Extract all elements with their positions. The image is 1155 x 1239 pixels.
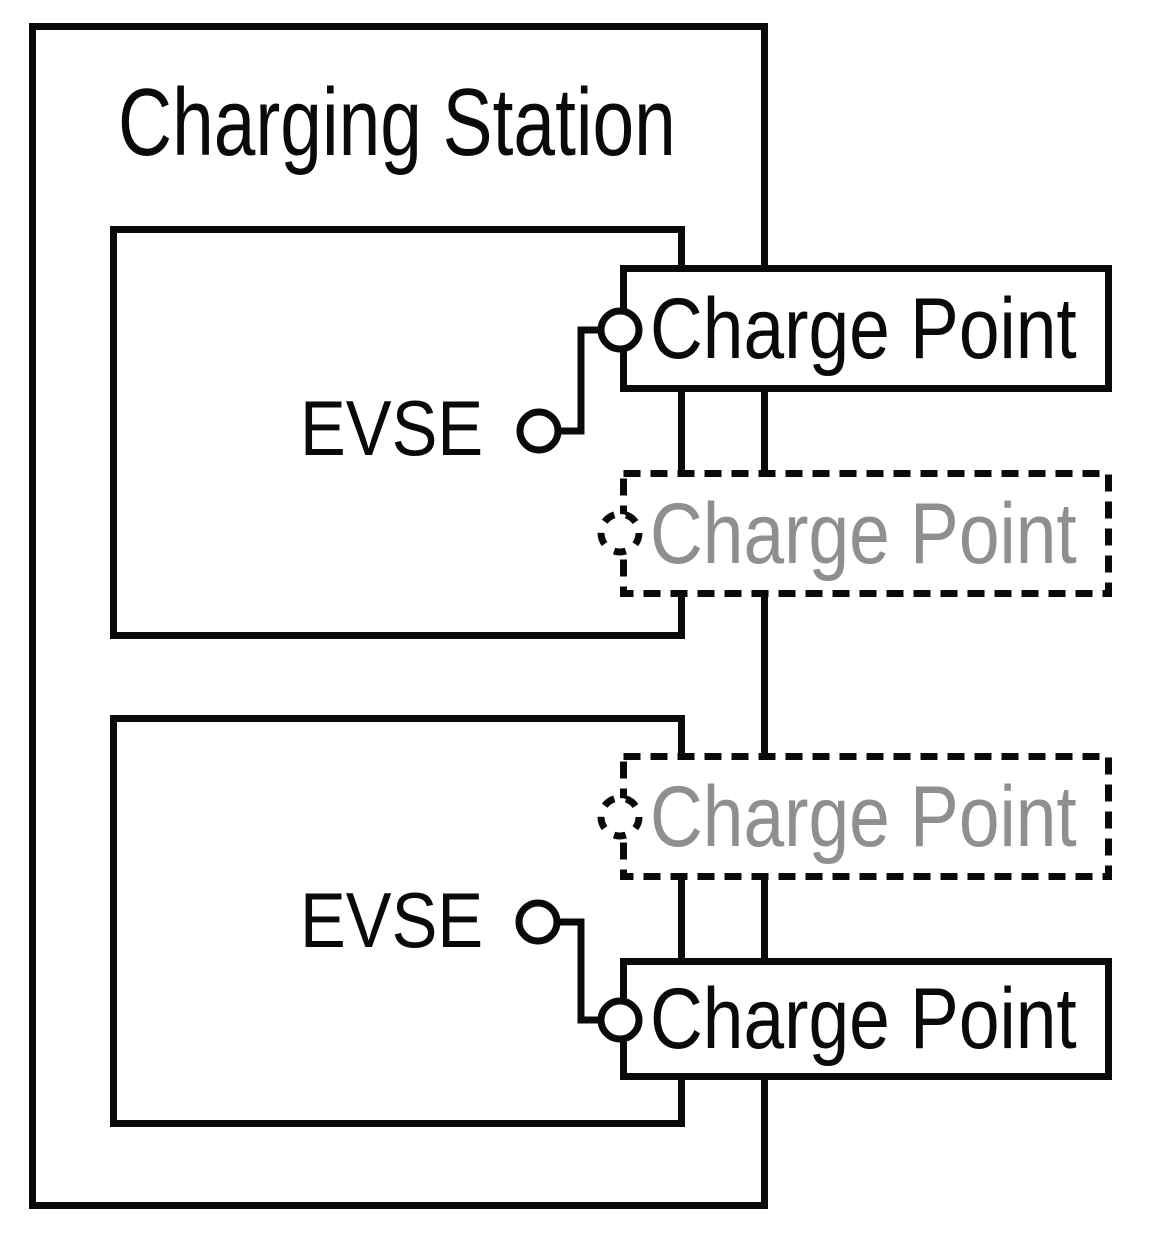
charge-point-label-4: Charge Point	[650, 971, 1077, 1067]
charge-point-label-1: Charge Point	[650, 280, 1077, 377]
evse-label-2: EVSE	[300, 876, 484, 964]
charge-point-box-1: Charge Point	[620, 265, 1112, 392]
charging-station-title: Charging Station	[118, 69, 676, 176]
evse-label-1: EVSE	[300, 384, 484, 472]
charge-point-label-3: Charge Point	[650, 768, 1077, 865]
charge-point-label-2: Charge Point	[650, 485, 1077, 582]
charge-point-box-4: Charge Point	[620, 958, 1112, 1080]
charge-point-box-2-inactive: Charge Point	[620, 470, 1112, 597]
charge-point-box-3-inactive: Charge Point	[620, 753, 1112, 880]
